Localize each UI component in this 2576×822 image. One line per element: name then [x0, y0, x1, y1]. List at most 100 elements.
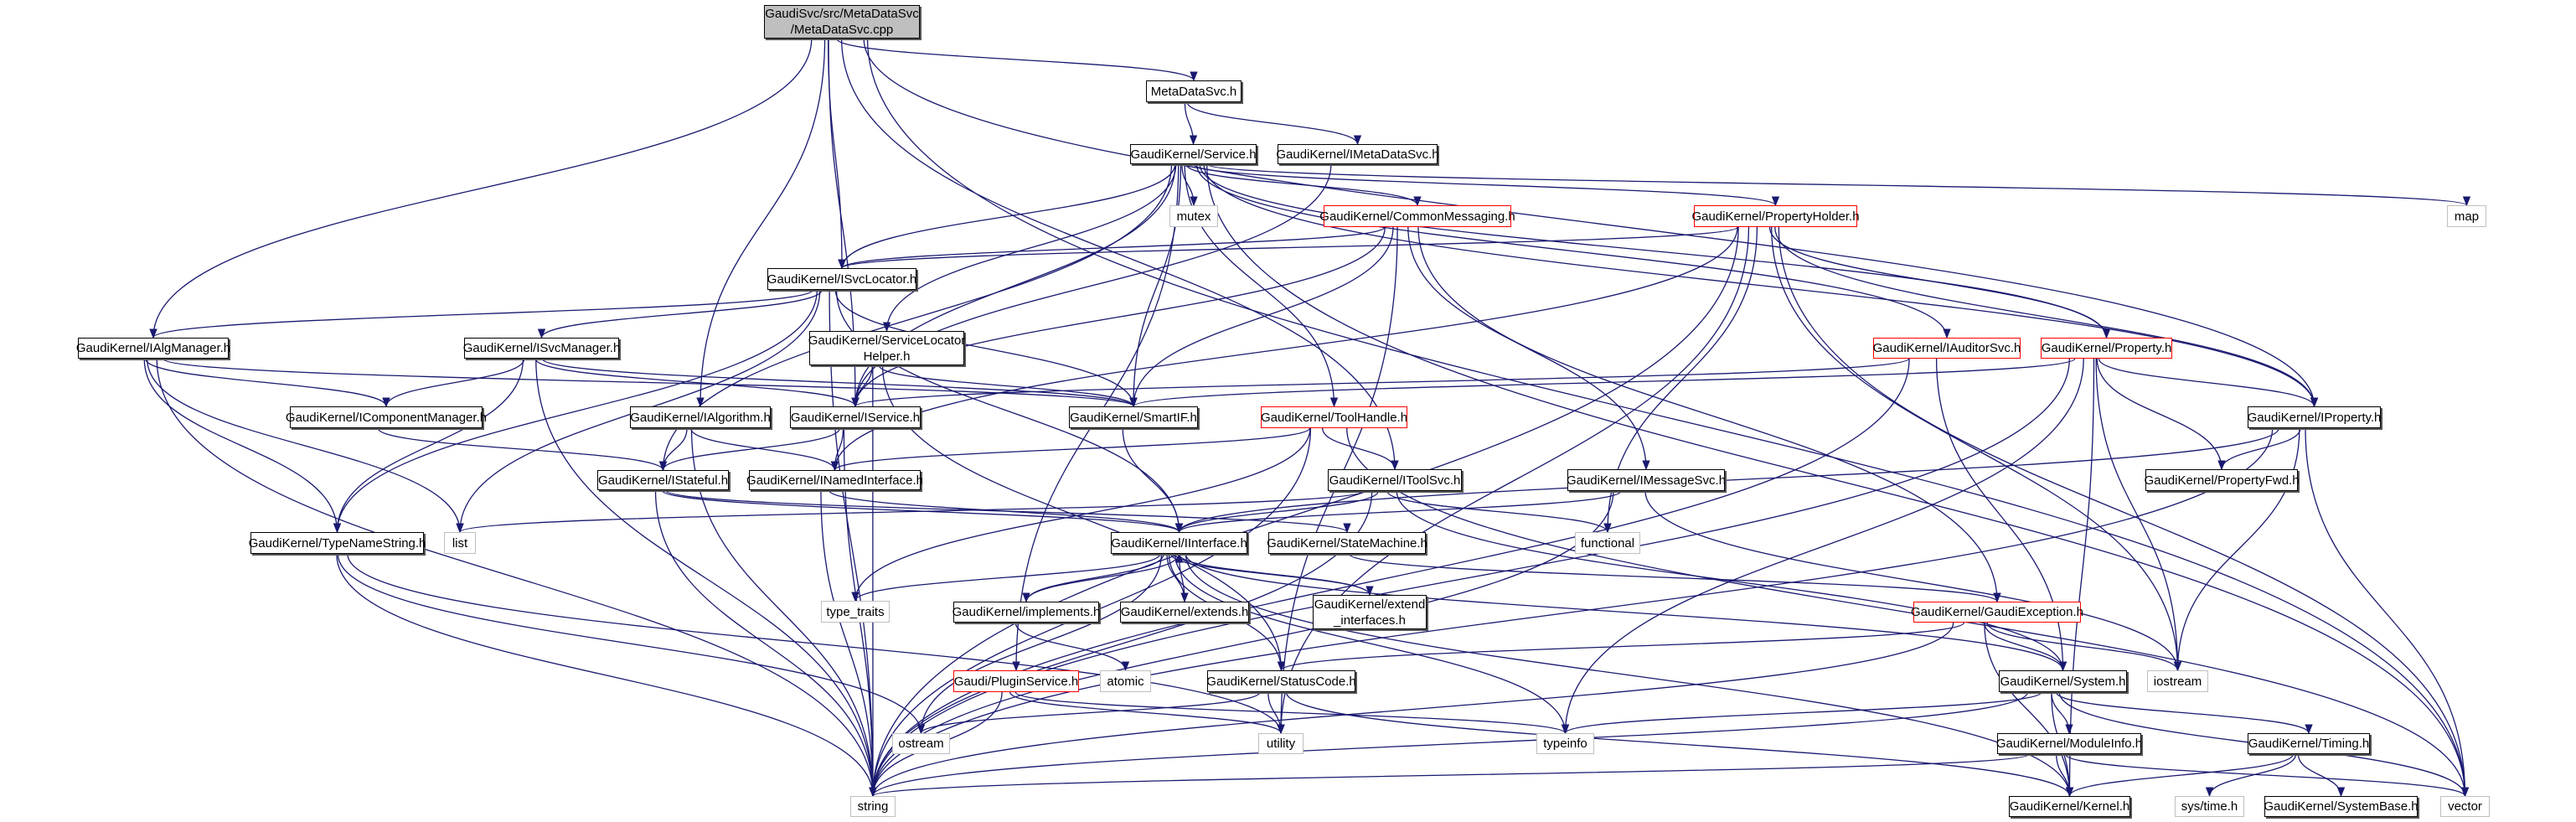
edge-ialgmanager-to-string	[156, 358, 877, 798]
edge-propholder-to-string	[869, 226, 1739, 798]
node-label: GaudiKernel/IService.h	[790, 410, 921, 425]
edge-iservice-to-istateful	[658, 427, 840, 472]
node-extends[interactable]: GaudiKernel/extends.h	[1120, 602, 1249, 623]
node-typetraits[interactable]: type_traits	[821, 601, 890, 623]
edge-statuscode-to-utility	[1267, 691, 1285, 735]
node-label: string	[857, 799, 889, 814]
node-label: GaudiKernel/IAlgManager.h	[75, 341, 231, 355]
node-toolhandle[interactable]: GaudiKernel/ToolHandle.h	[1261, 406, 1407, 428]
node-statemachine[interactable]: GaudiKernel/StateMachine.h	[1267, 532, 1427, 554]
node-smartif[interactable]: GaudiKernel/SmartIF.h	[1069, 406, 1198, 428]
node-functional[interactable]: functional	[1575, 532, 1640, 554]
node-imessagesvc[interactable]: GaudiKernel/IMessageSvc.h	[1567, 469, 1726, 491]
edge-moduleinfo-to-vector	[2064, 753, 2469, 798]
node-implements[interactable]: GaudiKernel/implements.h	[952, 602, 1100, 623]
node-label: GaudiKernel/IProperty.h	[2247, 410, 2382, 425]
node-systime[interactable]: sys/time.h	[2175, 796, 2244, 817]
node-typeinfo[interactable]: typeinfo	[1536, 733, 1594, 754]
node-istateful[interactable]: GaudiKernel/IStateful.h	[597, 470, 729, 490]
edge-iproperty-to-propfwd	[2217, 427, 2301, 471]
node-icompmanager[interactable]: GaudiKernel/IComponentManager.h	[286, 406, 487, 428]
edge-itoolsvc-to-system	[1396, 490, 2068, 672]
edge-root-to-itoolsvc	[840, 38, 1399, 471]
node-label: GaudiKernel/Service.h	[1130, 147, 1257, 162]
node-gaudiexc[interactable]: GaudiKernel/GaudiException.h	[1911, 602, 2083, 623]
node-ialgorithm[interactable]: GaudiKernel/IAlgorithm.h	[630, 406, 771, 428]
node-timing[interactable]: GaudiKernel/Timing.h	[2248, 733, 2370, 754]
node-label: GaudiKernel/GaudiException.h	[1911, 605, 2083, 619]
edge-propholder-to-property	[1768, 226, 2111, 339]
node-typenamestr[interactable]: GaudiKernel/TypeNameString.h	[248, 532, 426, 554]
edge-implements-to-iinterface	[1025, 552, 1184, 602]
node-label: GaudiKernel/Kernel.h	[2009, 799, 2130, 814]
node-vector[interactable]: vector	[2440, 796, 2490, 817]
edge-toolhandle-to-itoolsvc	[1321, 427, 1399, 471]
node-propfwd[interactable]: GaudiKernel/PropertyFwd.h	[2144, 469, 2300, 491]
node-label: GaudiKernel/TypeNameString.h	[248, 535, 426, 551]
edge-moduleinfo-to-string	[869, 753, 2031, 798]
node-atomic[interactable]: atomic	[1100, 670, 1151, 692]
edge-propholder-to-iproperty	[1774, 226, 2319, 408]
node-propholder[interactable]: GaudiKernel/PropertyHolder.h	[1691, 205, 1860, 227]
edge-iauditorsvc-to-system	[1935, 358, 2068, 672]
node-label: GaudiKernel/IInterface.h	[1111, 535, 1247, 551]
node-iostream[interactable]: iostream	[2147, 670, 2208, 692]
edge-gaudiexc-to-kernel	[1984, 622, 2074, 798]
node-label: atomic	[1107, 674, 1144, 689]
node-mdsvch[interactable]: MetaDataSvc.h	[1146, 80, 1242, 102]
edge-extendif-to-iinterface	[1174, 552, 1371, 596]
edge-implements-to-atomic	[1014, 622, 1130, 672]
node-isvcmanager[interactable]: GaudiKernel/ISvcManager.h	[462, 338, 621, 359]
edge-property-to-iostream	[2095, 358, 2182, 672]
edge-statuscode-to-kernel	[1285, 691, 2074, 798]
edge-iproperty-to-iinterface	[1175, 427, 2279, 534]
edge-service-to-map	[1206, 163, 2470, 207]
node-statuscode[interactable]: GaudiKernel/StatusCode.h	[1206, 670, 1356, 692]
node-commonmsg[interactable]: GaudiKernel/CommonMessaging.h	[1319, 205, 1515, 227]
node-root[interactable]: GaudiSvc/src/MetaDataSvc /MetaDataSvc.cp…	[764, 5, 920, 39]
node-inamedif[interactable]: GaudiKernel/INamedInterface.h	[746, 470, 923, 490]
node-utility[interactable]: utility	[1258, 733, 1303, 754]
edge-ialgmanager-to-smartif	[162, 358, 1138, 408]
node-ialgmanager[interactable]: GaudiKernel/IAlgManager.h	[75, 338, 231, 359]
node-imetadatasvc[interactable]: GaudiKernel/IMetaDataSvc.h	[1276, 144, 1439, 164]
edge-timing-to-systime	[2205, 753, 2297, 798]
node-label: GaudiKernel/IMetaDataSvc.h	[1276, 147, 1439, 162]
node-label: GaudiKernel/IAlgorithm.h	[630, 410, 771, 425]
node-iauditorsvc[interactable]: GaudiKernel/IAuditorSvc.h	[1873, 338, 2021, 359]
node-string[interactable]: string	[850, 796, 896, 817]
node-ostream[interactable]: ostream	[892, 733, 950, 754]
node-isvclocator[interactable]: GaudiKernel/ISvcLocator.h	[767, 268, 916, 290]
node-iservice[interactable]: GaudiKernel/IService.h	[790, 406, 921, 428]
node-kernel[interactable]: GaudiKernel/Kernel.h	[2009, 796, 2130, 817]
edge-gaudiexc-to-string	[869, 622, 1954, 798]
node-label: GaudiKernel/StatusCode.h	[1206, 674, 1356, 689]
node-service[interactable]: GaudiKernel/Service.h	[1130, 144, 1257, 164]
edge-property-to-propfwd	[2096, 358, 2226, 471]
edge-root-to-mdsvch	[836, 38, 1198, 82]
node-property[interactable]: GaudiKernel/Property.h	[2041, 338, 2172, 359]
node-systembase[interactable]: GaudiKernel/SystemBase.h	[2264, 796, 2419, 817]
node-label: GaudiKernel/IAuditorSvc.h	[1872, 341, 2021, 355]
node-pluginsvc[interactable]: Gaudi/PluginService.h	[953, 670, 1079, 692]
node-mutex[interactable]: mutex	[1169, 205, 1218, 227]
node-iproperty[interactable]: GaudiKernel/IProperty.h	[2248, 406, 2381, 428]
node-system[interactable]: GaudiKernel/System.h	[1999, 670, 2127, 692]
node-slochelper[interactable]: GaudiKernel/ServiceLocator Helper.h	[808, 331, 965, 365]
node-label: GaudiKernel/ModuleInfo.h	[1995, 737, 2143, 751]
edge-isvclocator-to-ialgmanager	[149, 289, 813, 339]
edge-ialgmanager-to-icompmanager	[144, 358, 390, 408]
edge-imessagesvc-to-iostream	[1644, 490, 2182, 672]
edge-typenamestr-to-string	[336, 553, 877, 798]
node-label: GaudiKernel/INamedInterface.h	[746, 473, 923, 488]
node-list[interactable]: list	[444, 532, 476, 554]
edge-root-to-ialgorithm	[696, 38, 826, 408]
node-map[interactable]: map	[2447, 205, 2486, 227]
node-itoolsvc[interactable]: GaudiKernel/IToolSvc.h	[1328, 469, 1462, 491]
node-iinterface[interactable]: GaudiKernel/IInterface.h	[1111, 532, 1247, 554]
node-extendif[interactable]: GaudiKernel/extend _interfaces.h	[1313, 595, 1427, 629]
edge-toolhandle-to-vector	[1346, 427, 2470, 798]
edge-isvclocator-to-isvcmanager	[537, 289, 823, 339]
node-moduleinfo[interactable]: GaudiKernel/ModuleInfo.h	[1995, 733, 2143, 754]
node-label: GaudiKernel/ISvcManager.h	[462, 341, 621, 355]
